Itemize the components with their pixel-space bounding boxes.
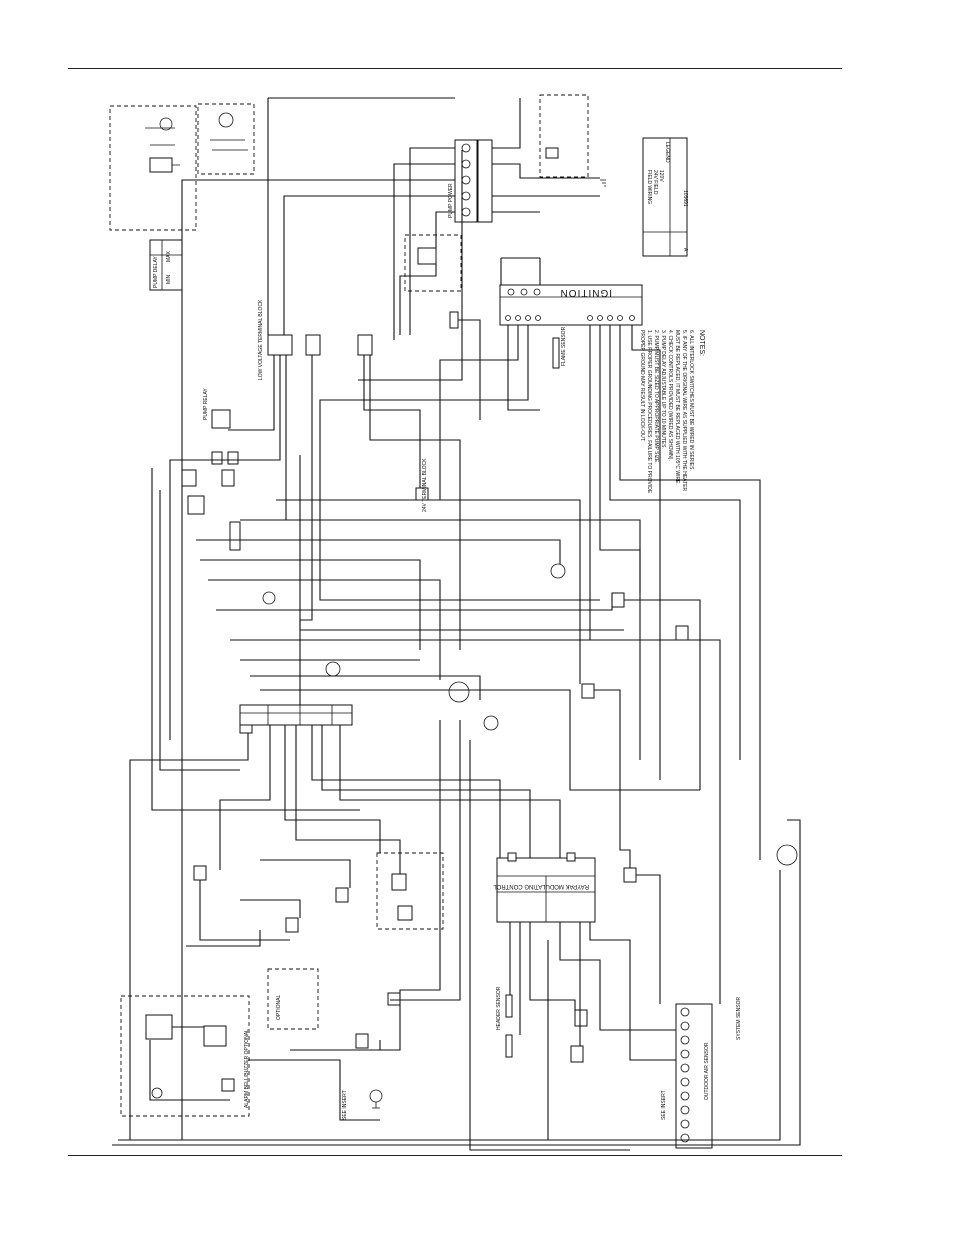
see-insert-label: SEE INSERT — [342, 1090, 348, 1120]
wiring-traces — [112, 97, 801, 1151]
note-line-6: 2. PUMP MUST BE SIZED TO APPROPRIATE PUM… — [653, 330, 659, 464]
raypak-modulating-control: RAYPAK MODULATING CONTROL — [493, 852, 596, 923]
notes-heading: NOTES: — [698, 330, 705, 356]
system-sensor-label: SYSTEM SENSOR — [736, 997, 742, 1040]
pump-relay-label: PUMP RELAY — [203, 388, 209, 420]
note-line-8: PROPER GROUND MAY RESULT IN LOCK-OUT. — [639, 330, 645, 442]
center-switches — [193, 865, 401, 1049]
legend-title: LEGEND — [664, 142, 670, 163]
pump-power-terminal-block: PUMP POWER — [448, 139, 493, 223]
header-sensor-label: HEADER SENSOR — [496, 986, 502, 1030]
legend-item-24v: 24V FIELD — [652, 170, 658, 195]
flame-sensor-label: FLAME SENSOR — [561, 326, 567, 366]
pump-delay-title: PUMP DELAY — [153, 256, 159, 288]
top-rule — [68, 68, 842, 69]
left-components — [181, 451, 276, 605]
document-rev: A — [682, 248, 688, 252]
terminal-block-24v: 24V TERMINAL BLOCK — [415, 458, 429, 512]
pump-insert-box — [109, 105, 197, 231]
optional-insert-left: OPTIONAL — [267, 968, 319, 1030]
note-line-3: MUST BE REPLACED, IT MUST BE REPLACED WI… — [674, 330, 680, 485]
see-insert-label-2: SEE INSERT — [661, 1090, 667, 1120]
note-line-1: 6. ALL INTERLOCK SWITCHES MUST BE WIRED … — [688, 330, 694, 471]
field-terminal-strip — [239, 704, 353, 734]
aux-insert-box — [197, 103, 255, 175]
low-voltage-terminal-block: LOW VOLTAGE TERMINAL BLOCK — [258, 299, 373, 380]
center-circles — [325, 563, 798, 1103]
legend-box: 103691 A LEGEND 120V 24V FIELD FIELD WIR… — [642, 137, 688, 257]
see-insert-notes: SEE INSERT SEE INSERT — [342, 1090, 667, 1120]
notes-block: NOTES: 6. ALL INTERLOCK SWITCHES MUST BE… — [639, 330, 705, 494]
low-voltage-label: LOW VOLTAGE TERMINAL BLOCK — [258, 299, 264, 380]
outdoor-sensor-label: OUTDOOR AIR SENSOR — [704, 1042, 710, 1100]
document-code: 103691 — [682, 190, 688, 207]
optional-label: OPTIONAL — [276, 994, 282, 1020]
pump-power-label: PUMP POWER — [448, 183, 454, 218]
ignition-title: IGNITION — [560, 287, 612, 298]
legend-item-field: FIELD WIRING — [646, 170, 652, 204]
control-title: RAYPAK MODULATING CONTROL — [493, 883, 589, 889]
pump-relay: PUMP RELAY — [203, 388, 231, 429]
optional-insert-center — [376, 852, 444, 930]
alarm-bell-label: ALARM BELL/BUZZER OPTIONAL — [244, 1029, 250, 1108]
lower-terminal-strip: OUTDOOR AIR SENSOR SYSTEM SENSOR — [675, 997, 742, 1149]
terminal-24v-label: 24V TERMINAL BLOCK — [422, 458, 428, 512]
field-terminal-insert — [404, 234, 462, 292]
pump-delay-min: MIN — [166, 274, 172, 284]
note-line-7: 1. USE PROPER GROUNDING PROCEDURES. FAIL… — [646, 330, 652, 494]
note-line-2: 5. IF ANY OF THE ORIGINAL WIRE AS SUPPLI… — [681, 330, 687, 492]
note-line-5: 3. PUMP DELAY ADJUSTABLE UP TO 10 MINUTE… — [660, 330, 666, 449]
pump-contactor-insert — [539, 94, 589, 178]
sensor-group: HEADER SENSOR — [496, 986, 588, 1063]
right-switches — [581, 592, 689, 883]
legend-item-120v: 120V — [658, 170, 664, 182]
ignition-module: IGNITION — [499, 284, 643, 326]
pump-delay-table: PUMP DELAY MAX MIN — [149, 239, 183, 291]
ground-symbols — [372, 179, 606, 1109]
bottom-rule — [68, 1155, 842, 1156]
alarm-bell-insert: ALARM BELL/BUZZER OPTIONAL — [120, 995, 250, 1117]
pump-delay-max: MAX — [166, 251, 172, 263]
note-line-4: 4. CHECK CONTROLS PROVIDED (WIRED AS SHO… — [667, 330, 673, 461]
